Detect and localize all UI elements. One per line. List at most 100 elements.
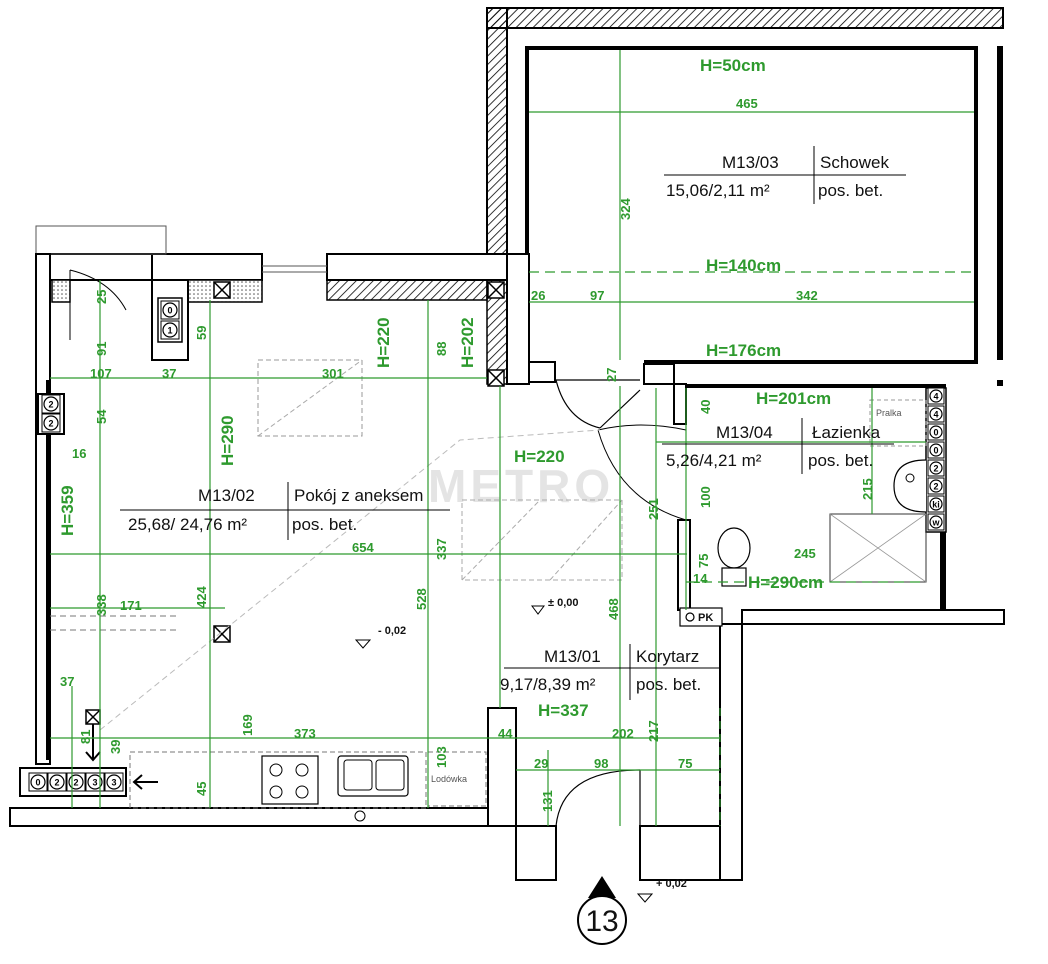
symbol-box bbox=[104, 772, 124, 792]
symbol-box bbox=[160, 320, 180, 340]
symbol-box bbox=[28, 772, 48, 792]
dim-label: 88 bbox=[434, 342, 449, 356]
watermark: METRO bbox=[428, 460, 614, 512]
dim-label: 202 bbox=[612, 726, 634, 741]
symbol-label: 1 bbox=[167, 326, 172, 336]
symbol-label: 4 bbox=[933, 392, 938, 402]
room-corridor: M13/01 Korytarz 9,17/8,39 m² pos. bet. bbox=[500, 644, 720, 700]
height-labels: H=50cm H=140cm H=176cm H=201cm H=220 H=2… bbox=[58, 56, 831, 720]
shaft-symbols: 01 bbox=[160, 300, 180, 340]
wall-storage-bottom bbox=[644, 360, 978, 364]
height-label: H=290 bbox=[218, 415, 237, 466]
room-floor: pos. bet. bbox=[636, 675, 701, 694]
entrance-number: 13 bbox=[585, 905, 618, 938]
dim-label: 44 bbox=[498, 726, 513, 741]
height-label: H=201cm bbox=[756, 389, 831, 408]
wall-bath-left bbox=[677, 519, 691, 611]
dim-label: 97 bbox=[590, 288, 604, 303]
room-bathroom: M13/04 Łazienka 5,26/4,21 m² pos. bet. bbox=[662, 418, 894, 474]
dim-label: 40 bbox=[698, 400, 713, 414]
outlet-icon bbox=[43, 415, 59, 431]
symbol-label: 3 bbox=[111, 778, 116, 788]
outlet-icon bbox=[68, 774, 84, 790]
door-left-window bbox=[69, 269, 127, 340]
outlet-icon bbox=[106, 774, 122, 790]
outlet-icon bbox=[929, 443, 943, 457]
dim-label: 14 bbox=[693, 571, 708, 586]
wall-kitchen-pillar bbox=[487, 707, 517, 827]
dim-label: 324 bbox=[618, 198, 633, 220]
symbol-label: 2 bbox=[48, 419, 53, 429]
dim-label: 26 bbox=[531, 288, 545, 303]
height-label: H=220 bbox=[514, 447, 565, 466]
room-name: Pokój z aneksem bbox=[294, 486, 423, 505]
dim-label: 59 bbox=[194, 326, 209, 340]
north-arrow-icon bbox=[588, 876, 616, 898]
outlet-icon bbox=[30, 774, 46, 790]
dim-label: 373 bbox=[294, 726, 316, 741]
outlet-icon bbox=[929, 479, 943, 493]
room-code: M13/01 bbox=[544, 647, 601, 666]
dim-label: 25 bbox=[94, 290, 109, 304]
dim-label: 107 bbox=[90, 366, 112, 381]
dim-label: 215 bbox=[860, 478, 875, 500]
entrance-marker: 13 bbox=[577, 876, 627, 945]
symbol-label: 4 bbox=[933, 410, 938, 420]
height-label: H=140cm bbox=[706, 256, 781, 275]
dim-label: 29 bbox=[534, 756, 548, 771]
dim-label: 75 bbox=[678, 756, 692, 771]
dim-label: 16 bbox=[72, 446, 86, 461]
dim-label: 81 bbox=[78, 730, 93, 744]
dim-label: 39 bbox=[108, 740, 123, 754]
outlet-icon bbox=[162, 322, 178, 338]
dim-label: 528 bbox=[414, 588, 429, 610]
outlet-icon bbox=[929, 461, 943, 475]
symbol-box bbox=[160, 300, 180, 320]
wall-stub bbox=[528, 361, 556, 383]
room-code: M13/04 bbox=[716, 423, 773, 442]
outlet-icon bbox=[929, 425, 943, 439]
symbol-box bbox=[41, 394, 61, 414]
wall-far-right bbox=[997, 46, 1003, 360]
dim-label: 217 bbox=[646, 720, 661, 742]
dim-label: 337 bbox=[434, 538, 449, 560]
dim-label: 245 bbox=[794, 546, 816, 561]
kitchen-counter bbox=[129, 751, 427, 809]
wall-corridor-bottom-left bbox=[515, 825, 557, 881]
wall-storage-lowerleft bbox=[506, 253, 530, 385]
outlet-icon bbox=[43, 396, 59, 412]
height-label: H=50cm bbox=[700, 56, 766, 75]
left-wall-symbols: 22 bbox=[41, 394, 61, 433]
wall-storage-left bbox=[525, 46, 529, 364]
dim-label: 45 bbox=[194, 782, 209, 796]
dim-label: 98 bbox=[594, 756, 608, 771]
symbol-label: 2 bbox=[73, 778, 78, 788]
wall-far-right-bottom bbox=[997, 380, 1003, 386]
room-code: M13/03 bbox=[722, 153, 779, 172]
outlet-icon bbox=[929, 389, 943, 403]
room-floor: pos. bet. bbox=[292, 515, 357, 534]
height-label: H=359 bbox=[58, 485, 77, 536]
wall-storage-left-hatched bbox=[486, 7, 508, 255]
dimension-labels: 465 324 26 97 342 27 40 100 251 215 245 … bbox=[60, 96, 875, 812]
dim-label: 169 bbox=[240, 714, 255, 736]
room-floor: pos. bet. bbox=[818, 181, 883, 200]
dim-label: 424 bbox=[194, 586, 209, 608]
room-name: Korytarz bbox=[636, 647, 699, 666]
symbol-label: 0 bbox=[933, 446, 938, 456]
outlet-icon bbox=[929, 515, 943, 529]
dim-label: 27 bbox=[604, 368, 619, 382]
dim-label: 131 bbox=[540, 790, 555, 812]
room-area: 5,26/4,21 m² bbox=[666, 451, 762, 470]
outlet-icon bbox=[162, 302, 178, 318]
wall-bath-top-inner bbox=[686, 384, 940, 388]
wall-room-top-mid bbox=[151, 253, 263, 281]
symbol-label: 2 bbox=[933, 482, 938, 492]
wall-bath-top bbox=[643, 363, 675, 385]
level-label: ± 0,00 bbox=[548, 597, 579, 609]
dim-label: 75 bbox=[696, 554, 711, 568]
